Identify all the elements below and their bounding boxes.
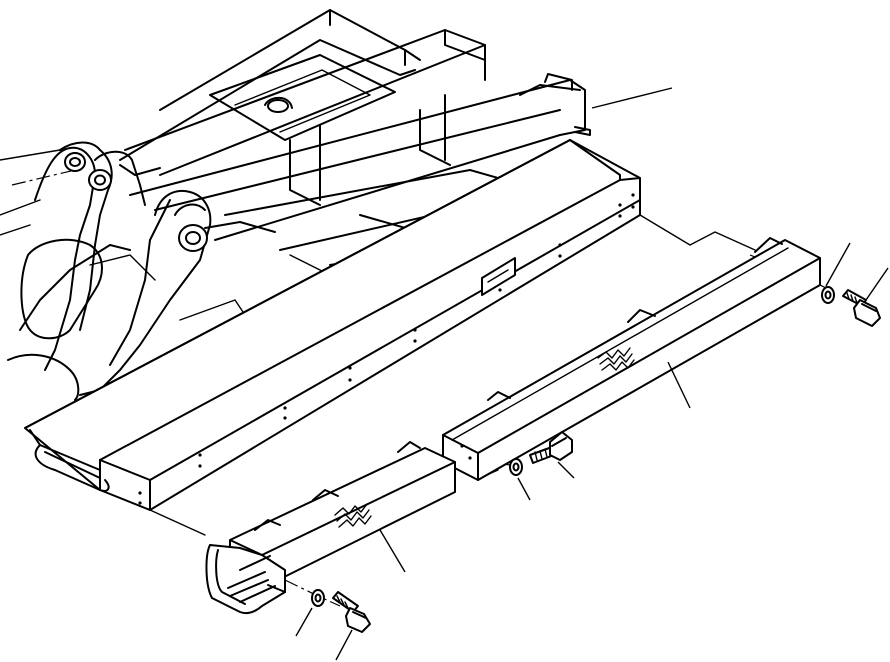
leader-bolt-front [335, 629, 353, 661]
washer-front [311, 589, 325, 607]
bolt-rear [842, 289, 881, 327]
leader-step-cover [379, 529, 406, 573]
main-frame [24, 139, 641, 511]
callout-leaders [295, 87, 889, 661]
step-cover [205, 441, 456, 615]
linkage-assembly [0, 141, 276, 401]
leader-main-frame [591, 87, 673, 109]
washer-mid [509, 458, 523, 476]
anti-slip-pattern [597, 347, 635, 371]
bolt-mid [529, 431, 573, 464]
bolt-front [332, 591, 371, 633]
leader-rear-cover [667, 361, 691, 409]
washer-rear [821, 286, 835, 304]
leader-bolt-rear [865, 267, 889, 301]
leader-washer-front [295, 607, 313, 637]
leader-washer-mid [517, 477, 531, 501]
leader-washer-rear [825, 242, 851, 287]
leader-bolt-mid [557, 461, 575, 479]
anti-slip-pattern-front [334, 503, 372, 528]
